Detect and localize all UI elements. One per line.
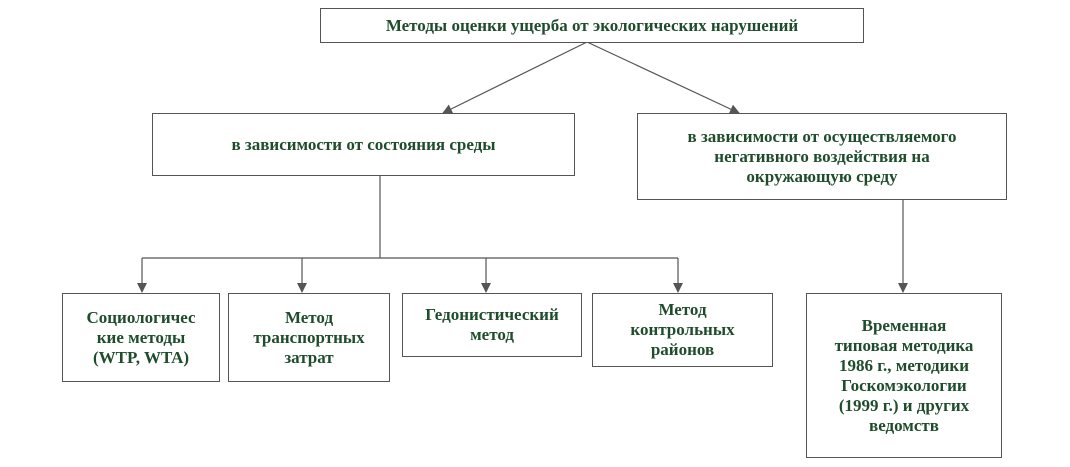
arrow-root-to-branch-1: [442, 41, 588, 114]
branch-label-negative-impact: в зависимости от осуществляемого негатив…: [687, 126, 957, 186]
method-box-hedonic: Гедонистический метод: [402, 293, 582, 357]
method-label-transport-costs: Метод транспортных затрат: [253, 307, 365, 367]
method-label-sociological: Социологичес кие методы (WTP, WTA): [86, 307, 196, 367]
root-box: Методы оценки ущерба от экологических на…: [320, 8, 864, 43]
branch-box-environment-state: в зависимости от состояния среды: [152, 113, 575, 176]
branch-box-negative-impact: в зависимости от осуществляемого негатив…: [637, 113, 1007, 200]
root-label: Методы оценки ущерба от экологических на…: [385, 15, 799, 35]
method-box-control-regions: Метод контрольных районов: [592, 293, 773, 367]
method-box-transport-costs: Метод транспортных затрат: [228, 293, 390, 382]
method-label-hedonic: Гедонистический метод: [425, 305, 559, 344]
method-label-temporary-methodology: Временная типовая методика 1986 г., мето…: [834, 315, 974, 435]
method-label-control-regions: Метод контрольных районов: [630, 300, 735, 359]
arrow-root-to-branch-2: [586, 41, 740, 114]
method-box-temporary-methodology: Временная типовая методика 1986 г., мето…: [806, 293, 1002, 458]
branch-label-environment-state: в зависимости от состояния среды: [231, 134, 496, 154]
method-box-sociological: Социологичес кие методы (WTP, WTA): [62, 293, 220, 382]
